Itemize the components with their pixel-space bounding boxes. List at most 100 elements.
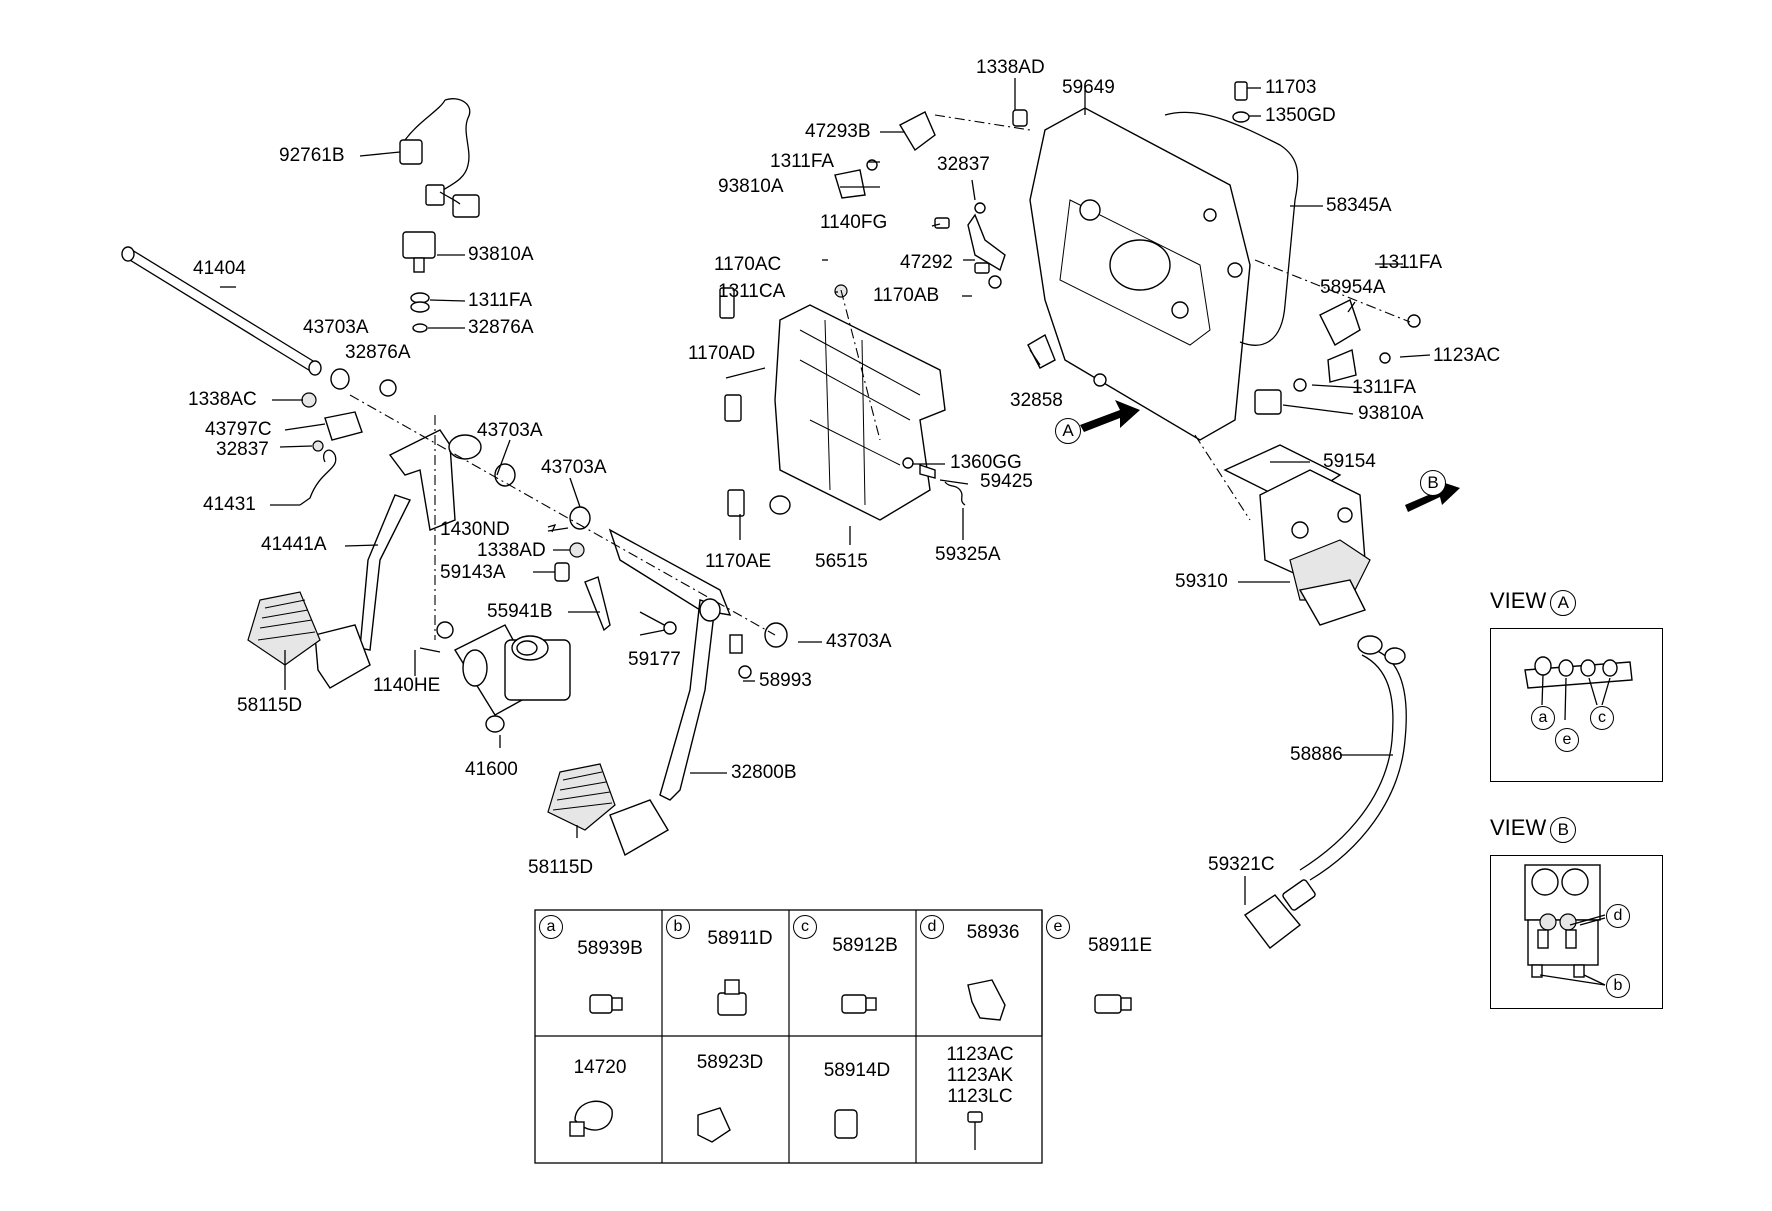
table-code-58911E: 58911E	[1087, 935, 1153, 956]
view-b-marker: B	[1420, 470, 1446, 496]
label-1170AB: 1170AB	[873, 285, 940, 306]
view-a-callout-e: e	[1555, 728, 1579, 752]
master-cylinder	[419, 621, 571, 733]
table-code-58914D: 58914D	[823, 1060, 891, 1081]
label-32876A-right: 32876A	[468, 317, 534, 338]
label-47292: 47292	[900, 252, 953, 273]
table-part-icons	[569, 979, 1132, 1150]
view-a-title-letter: A	[1550, 590, 1577, 616]
label-59143A: 59143A	[440, 562, 506, 583]
table-letter-e: e	[1046, 915, 1070, 939]
label-1140HE: 1140HE	[373, 675, 441, 696]
clutch-pedal	[314, 415, 482, 689]
label-1170AE: 1170AE	[705, 551, 772, 572]
table-letter-a: a	[539, 915, 563, 939]
label-93810A-left: 93810A	[468, 244, 534, 265]
label-56515: 56515	[815, 551, 868, 572]
label-1350GD: 1350GD	[1265, 105, 1336, 126]
label-11703: 11703	[1265, 77, 1317, 98]
hose	[1299, 635, 1407, 881]
view-b-callout-b: b	[1606, 974, 1630, 998]
gasket	[1164, 111, 1299, 346]
label-1170AC: 1170AC	[714, 254, 782, 275]
label-43797C: 43797C	[205, 419, 272, 440]
table-code-1123AC: 1123AC	[946, 1044, 1014, 1065]
label-41441A: 41441A	[261, 534, 327, 555]
label-58115D-right: 58115D	[528, 857, 594, 878]
label-1338AC: 1338AC	[188, 389, 257, 410]
table-code-58923D: 58923D	[696, 1052, 764, 1073]
label-1360GG: 1360GG	[950, 452, 1022, 473]
view-b-drawing	[1524, 864, 1606, 986]
label-32837-left: 32837	[216, 439, 269, 460]
label-1311CA: 1311CA	[718, 281, 786, 302]
label-41431: 41431	[203, 494, 256, 515]
table-code-58912B: 58912B	[832, 935, 898, 956]
view-b-title-letter: B	[1550, 817, 1577, 843]
label-1311FA-lower: 1311FA	[1352, 377, 1417, 398]
label-41600: 41600	[465, 759, 518, 780]
label-58345A: 58345A	[1326, 195, 1392, 216]
label-1123AC: 1123AC	[1433, 345, 1501, 366]
label-32876A-left: 32876A	[345, 342, 411, 363]
label-59325A: 59325A	[935, 544, 1001, 565]
label-92761B: 92761B	[279, 145, 345, 166]
label-58886: 58886	[1290, 744, 1343, 765]
pedal-pad-left	[247, 591, 321, 666]
leader-lines	[220, 78, 1431, 905]
label-1311FA-right: 1311FA	[1378, 252, 1443, 273]
label-41404: 41404	[193, 258, 246, 279]
pedal-shaft	[121, 246, 322, 376]
table-code-14720: 14720	[573, 1057, 627, 1078]
table-letter-d: d	[920, 915, 944, 939]
label-32858: 32858	[1010, 390, 1063, 411]
pedal-bracket	[719, 284, 946, 521]
label-32800B: 32800B	[731, 762, 797, 783]
label-59154: 59154	[1323, 451, 1376, 472]
wiring-harness	[399, 98, 480, 218]
label-1311FA-center: 1311FA	[770, 151, 835, 172]
view-a-callout-a: a	[1531, 706, 1555, 730]
clutch-unit	[1223, 444, 1371, 626]
label-58115D-left: 58115D	[237, 695, 303, 716]
mounting-plate	[1029, 107, 1251, 441]
label-1140FG: 1140FG	[820, 212, 888, 233]
label-93810A-right: 93810A	[1358, 403, 1424, 424]
label-59177: 59177	[628, 649, 681, 670]
label-32837-center: 32837	[937, 154, 990, 175]
view-a-drawing	[1524, 656, 1633, 721]
table-code-1123AK: 1123AK	[946, 1065, 1014, 1086]
label-93810A-center: 93810A	[718, 176, 784, 197]
label-43703A-right: 43703A	[826, 631, 892, 652]
view-b-callout-d: d	[1606, 904, 1630, 928]
label-59425: 59425	[980, 471, 1033, 492]
view-a-box	[1490, 628, 1663, 782]
label-59310: 59310	[1175, 571, 1228, 592]
label-1430ND: 1430ND	[440, 519, 510, 540]
label-1311FA-left: 1311FA	[468, 290, 533, 311]
view-a-title-text: VIEW	[1490, 588, 1547, 613]
label-43703A-top: 43703A	[303, 317, 369, 338]
label-43703A-mid2: 43703A	[541, 457, 607, 478]
table-code-58939B: 58939B	[577, 938, 643, 959]
table-code-58936: 58936	[966, 922, 1020, 943]
label-58954A: 58954A	[1320, 277, 1386, 298]
label-47293B: 47293B	[805, 121, 871, 142]
label-1338AD-left: 1338AD	[477, 540, 546, 561]
view-a-marker: A	[1055, 418, 1081, 444]
label-1338AD-top: 1338AD	[976, 57, 1045, 78]
label-55941B: 55941B	[487, 601, 553, 622]
view-b-title-text: VIEW	[1490, 815, 1547, 840]
pedal-pad-right	[547, 763, 616, 831]
label-59649: 59649	[1062, 77, 1115, 98]
switch-left	[402, 231, 436, 333]
table-letter-b: b	[666, 915, 690, 939]
hose-connector	[1243, 879, 1316, 949]
parts-table-grid	[534, 909, 1043, 1164]
brake-pedal	[608, 528, 788, 857]
table-code-58911D: 58911D	[707, 928, 773, 949]
label-43703A-mid: 43703A	[477, 420, 543, 441]
table-code-1123LC: 1123LC	[947, 1086, 1013, 1107]
